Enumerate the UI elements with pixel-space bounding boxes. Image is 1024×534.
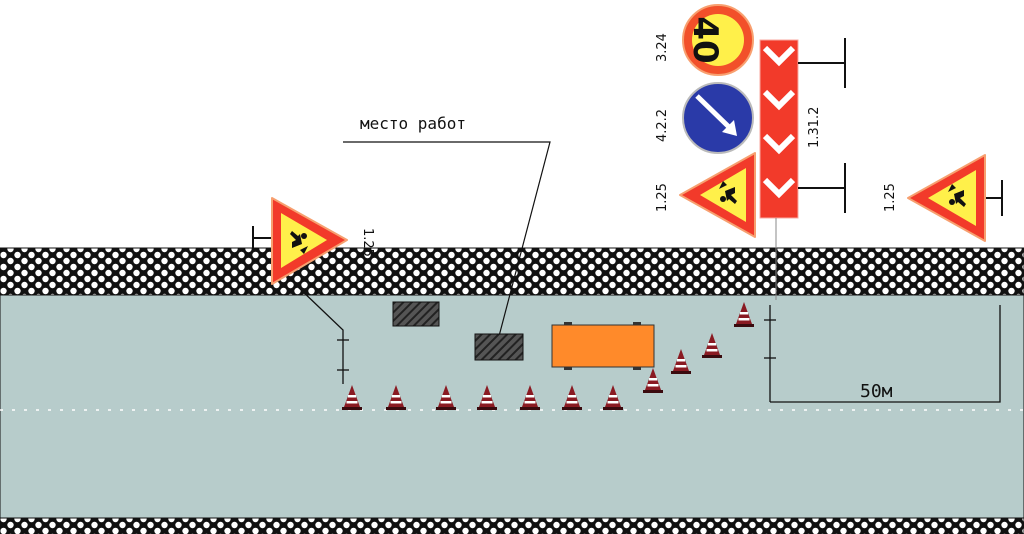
- roadworks-sign-mid-code: 1.25: [655, 183, 670, 212]
- roadworks-sign-left: [252, 197, 348, 285]
- excavation-area-2: [474, 333, 524, 361]
- arrow-down-right-icon: [722, 120, 737, 136]
- roadworks-sign-left-code: 1.25: [360, 228, 375, 257]
- roadworks-sign-right-code: 1.25: [883, 183, 898, 212]
- sign-posts: [798, 38, 846, 213]
- speed-sign-code: 3.24: [655, 33, 670, 62]
- speed-limit-value: 40: [685, 16, 725, 63]
- left-marker: [297, 286, 349, 384]
- keep-right-sign-code: 4.2.2: [655, 109, 670, 142]
- speed-limit-sign: 40: [682, 4, 754, 76]
- road-surface: [0, 294, 1024, 519]
- sidewalk-bottom: [0, 517, 1024, 534]
- roadworks-sign-mid: [679, 152, 756, 238]
- work-zone-label: место работ: [360, 114, 466, 133]
- chevron-sign-code: 1.31.2: [807, 107, 822, 148]
- work-zone-leader: [343, 141, 551, 341]
- chevron-board: [759, 39, 799, 300]
- keep-right-sign: [682, 82, 754, 154]
- work-truck: [551, 322, 655, 370]
- distance-label: 50м: [860, 381, 893, 402]
- excavation-area-1: [392, 301, 440, 327]
- roadworks-sign-right: [907, 154, 1003, 242]
- distance-marker: [764, 305, 1001, 403]
